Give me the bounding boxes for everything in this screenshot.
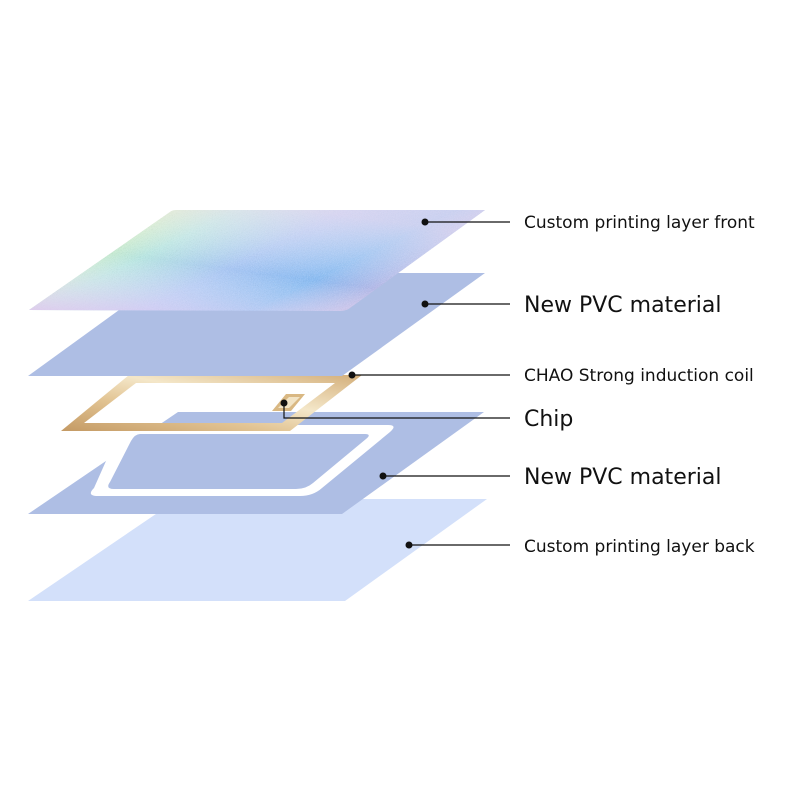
label-pvc-top: New PVC material	[524, 293, 721, 318]
label-induction-coil: CHAO Strong induction coil	[524, 366, 754, 386]
label-chip: Chip	[524, 407, 573, 432]
dot-coil	[348, 371, 356, 379]
label-front-printing: Custom printing layer front	[524, 213, 755, 233]
pvc-bottom-layer	[28, 412, 484, 514]
leader-chip	[283, 403, 510, 419]
dot-pvc-bottom	[379, 472, 387, 480]
front-printing-layer	[29, 210, 485, 311]
dot-back	[405, 541, 413, 549]
leader-dots	[280, 218, 429, 549]
induction-coil	[61, 375, 362, 431]
dot-front	[421, 218, 429, 226]
dot-pvc-top	[421, 300, 429, 308]
label-pvc-bottom: New PVC material	[524, 465, 721, 490]
back-printing-layer	[28, 499, 487, 601]
leader-lines	[283, 221, 510, 546]
dot-chip	[280, 399, 288, 407]
chip	[272, 394, 305, 411]
label-back-printing: Custom printing layer back	[524, 537, 755, 557]
